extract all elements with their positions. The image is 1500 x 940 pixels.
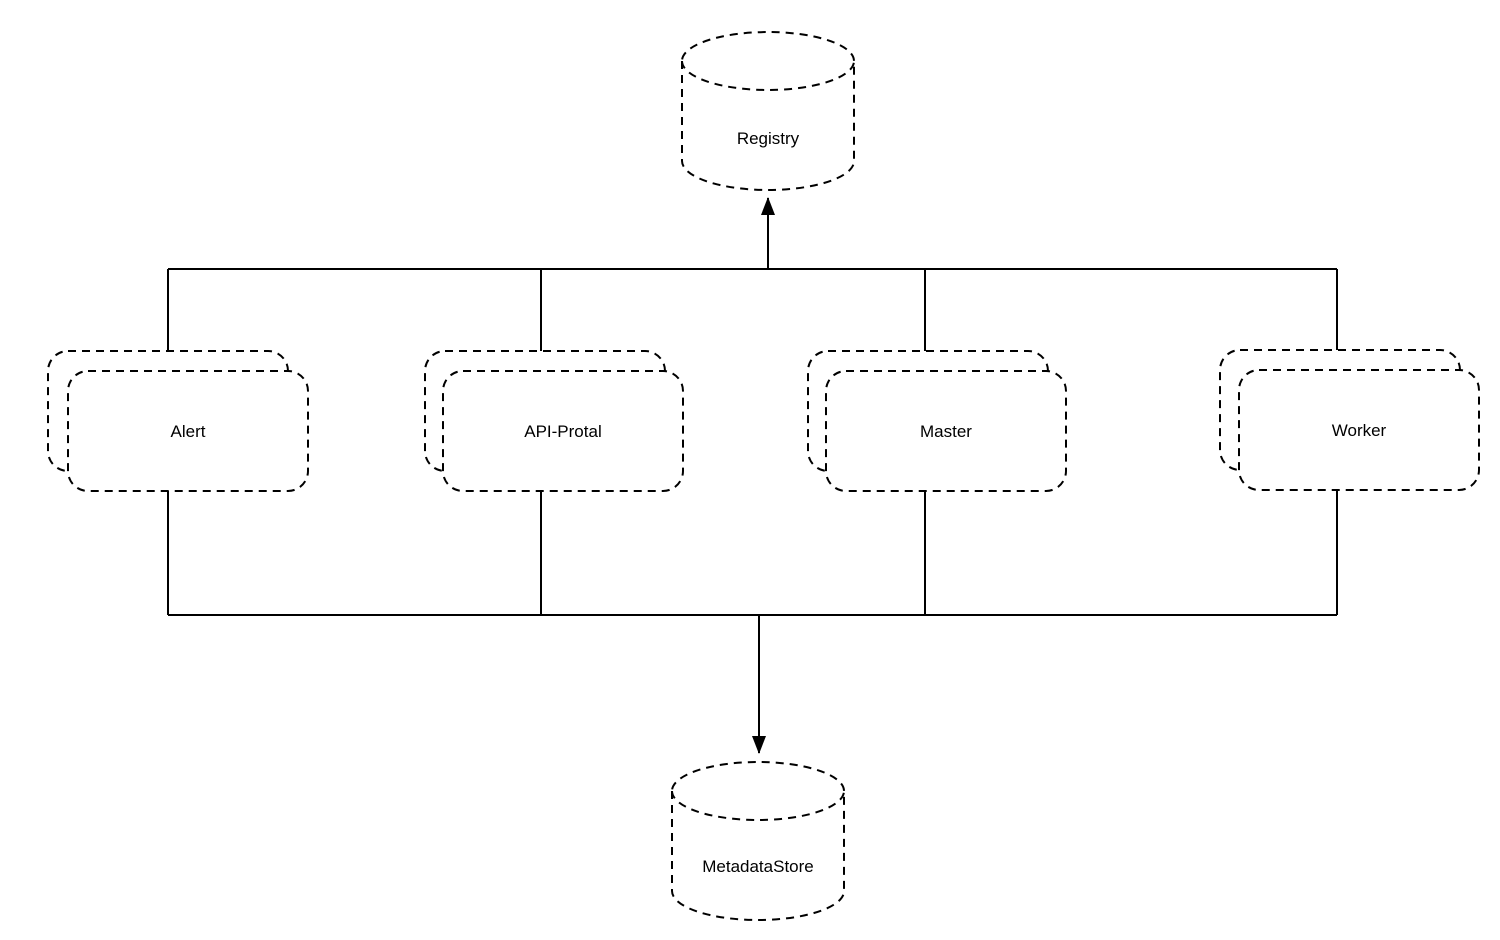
registry-cylinder-top-rim: [681, 60, 855, 91]
api-portal-label: API-Protal: [524, 422, 601, 441]
node-registry: Registry: [681, 31, 855, 191]
metadata-store-cylinder-top-rim: [671, 790, 845, 821]
worker-box-front: [1238, 369, 1480, 491]
node-api-portal: API-Protal: [424, 350, 684, 492]
worker-label: Worker: [1332, 421, 1387, 440]
master-label: Master: [920, 422, 972, 441]
node-alert: Alert: [47, 350, 309, 492]
metadata-store-label: MetadataStore: [702, 857, 814, 876]
node-worker: Worker: [1219, 349, 1480, 491]
registry-label: Registry: [737, 129, 800, 148]
edge-group: [167, 197, 1338, 754]
registry-cylinder-body: [681, 31, 855, 191]
master-box-front: [825, 370, 1067, 492]
alert-box-front: [67, 370, 309, 492]
alert-label: Alert: [171, 422, 206, 441]
node-master: Master: [807, 350, 1067, 492]
metadata-store-cylinder-body: [671, 761, 845, 921]
api-portal-box-front: [442, 370, 684, 492]
node-metadata-store: MetadataStore: [671, 761, 845, 921]
